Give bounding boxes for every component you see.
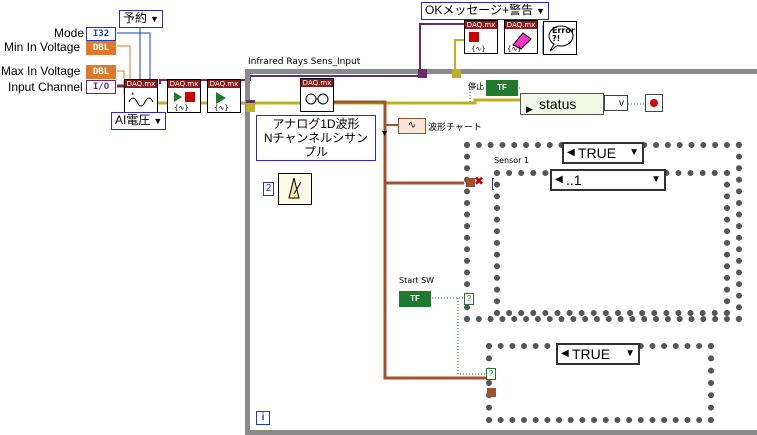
min-voltage-terminal[interactable]: DBL <box>86 41 116 55</box>
daqmx-tag: DAQ.mx <box>301 79 333 87</box>
daqmx-create-channel-vi[interactable]: DAQ.mx * <box>124 79 158 113</box>
prev-case-icon: ◀ <box>567 147 575 158</box>
case-true-1-text: TRUE <box>578 145 617 161</box>
start-play-icon: {∿} <box>214 92 229 112</box>
metronome-icon <box>288 177 302 199</box>
case-selector-true-1[interactable]: ◀ TRUE ▼ <box>562 142 644 164</box>
voltage-channel-icon: * <box>128 91 154 107</box>
waveform-chart-terminal[interactable]: ∿ <box>398 118 426 134</box>
chevron-down-icon: ▼ <box>153 116 163 126</box>
inner-case-structure[interactable] <box>494 170 730 316</box>
stop-icon <box>650 99 658 107</box>
input-channel-terminal[interactable]: I/O <box>86 80 116 94</box>
stop-loop-condition[interactable] <box>645 94 663 112</box>
ai-voltage-text: AI電圧 <box>115 113 151 127</box>
loop-tunnel-top <box>418 69 427 78</box>
while-loop-frame[interactable] <box>245 69 757 435</box>
reserve-ring-constant[interactable]: 予約▼ <box>119 10 163 28</box>
waveform-chart-label: 波形チャート <box>428 123 482 133</box>
daqmx-tag: DAQ.mx <box>125 80 157 88</box>
sensor1-label: Sensor 1 <box>494 156 530 165</box>
svg-text:{∿}: {∿} <box>174 104 189 112</box>
reserve-ring-text: 予約 <box>123 11 148 25</box>
daqmx-tag: DAQ.mx <box>168 80 200 88</box>
chevron-down-icon: ▼ <box>380 128 389 138</box>
daqmx-clear-task-vi[interactable]: DAQ.mx {∿} <box>504 20 538 54</box>
svg-text:*: * <box>131 91 135 99</box>
status-unbundle[interactable]: ▶ status <box>520 93 604 115</box>
case-tunnel-waveform <box>466 178 475 187</box>
eraser-icon: {∿} <box>507 32 532 53</box>
svg-text:{∿}: {∿} <box>214 104 229 112</box>
daqmx-tag: DAQ.mx <box>465 21 497 29</box>
daqmx-tag: DAQ.mx <box>505 21 537 29</box>
case-selector-terminal-2: ? <box>486 368 496 380</box>
loop-error-tunnel <box>246 103 255 112</box>
case-selector-inner[interactable]: ◀ ..1 ▼ <box>550 169 666 191</box>
input-channel-label: Input Channel <box>8 80 83 94</box>
min-voltage-label: Min In Voltage <box>4 40 81 54</box>
ai-voltage-polymorphic-selector[interactable]: AI電圧▼ <box>111 112 167 130</box>
ok-message-ring[interactable]: OKメッセージ+警告▼ <box>421 2 550 20</box>
loop-error-tunnel-top <box>452 69 461 78</box>
glasses-read-icon <box>305 93 329 105</box>
stop-label: 停止 <box>468 82 484 91</box>
daqmx-stop-task-vi[interactable]: DAQ.mx {∿} <box>464 20 498 54</box>
index-array-icon: ✖ <box>474 174 485 188</box>
prev-case-icon: ◀ <box>555 174 563 185</box>
chevron-down-icon: ▼ <box>536 6 546 16</box>
max-voltage-label: Max In Voltage <box>1 64 81 78</box>
stop-square-icon: {∿} <box>469 32 486 53</box>
svg-text:{∿}: {∿} <box>507 45 522 53</box>
stop-bool-terminal[interactable]: TF <box>486 80 518 96</box>
error-handler-vi[interactable]: Error ?! <box>543 21 577 55</box>
status-text: status <box>539 96 577 112</box>
timing-clock-icon: {∿} <box>174 92 195 112</box>
mode-label: Mode <box>54 26 85 40</box>
wait-constant[interactable]: 2 <box>263 182 274 196</box>
next-case-icon: ▼ <box>651 174 661 185</box>
or-function[interactable]: v <box>604 95 628 111</box>
loop-iteration-terminal: i <box>256 411 270 425</box>
case-inner-text: ..1 <box>566 172 582 188</box>
case-selector-true-2[interactable]: ◀ TRUE ▼ <box>556 343 640 365</box>
chevron-down-icon: ▼ <box>150 14 159 24</box>
daqmx-timing-vi[interactable]: DAQ.mx {∿} <box>167 79 201 113</box>
analog-waveform-line2: Nチャンネルシサンプル <box>263 131 369 159</box>
case-true-2-text: TRUE <box>572 346 611 362</box>
analog-waveform-selector[interactable]: アナログ1D波形 Nチャンネルシサンプル ▼ <box>256 115 389 161</box>
max-voltage-terminal[interactable]: DBL <box>86 65 116 79</box>
start-sw-terminal[interactable]: TF <box>399 291 431 307</box>
case-tunnel-waveform-2 <box>487 388 496 397</box>
case-selector-terminal-sw: ? <box>464 293 474 305</box>
next-case-icon: ▼ <box>629 147 639 158</box>
mode-terminal[interactable]: I32 <box>86 27 116 41</box>
arrow-icon: ▶ <box>526 104 533 114</box>
next-case-icon: ▼ <box>625 348 635 359</box>
while-loop-label: Infrared Rays Sens_Input <box>248 57 361 67</box>
daqmx-read-vi[interactable]: DAQ.mx <box>300 78 334 112</box>
daqmx-start-task-vi[interactable]: DAQ.mx {∿} <box>207 79 241 113</box>
or-symbol: v <box>619 98 624 109</box>
wait-ms-vi[interactable] <box>278 173 312 205</box>
svg-text:{∿}: {∿} <box>471 45 486 53</box>
ok-message-text: OKメッセージ+警告 <box>425 3 534 17</box>
error-handler-text: Error ?! <box>552 26 575 43</box>
speech-bubble-error-icon <box>548 25 574 52</box>
prev-case-icon: ◀ <box>561 348 569 359</box>
waveform-icon: ∿ <box>407 120 417 131</box>
start-sw-label: Start SW <box>399 276 435 285</box>
daqmx-tag: DAQ.mx <box>208 80 240 88</box>
analog-waveform-line1: アナログ1D波形 <box>272 117 360 131</box>
